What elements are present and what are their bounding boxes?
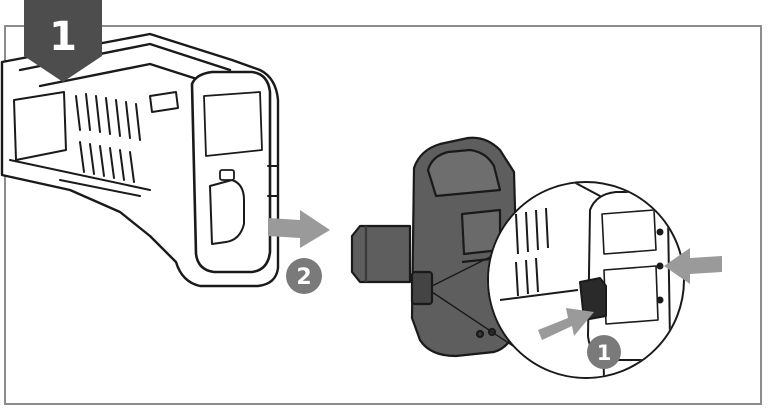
callout-1-label: 1 [597,341,612,365]
tool-housing [0,32,280,288]
callout-2-label: 2 [296,265,311,290]
vent-upper [75,93,141,141]
press-arrow-icon [538,248,722,340]
step-badge-icon: 1 [24,0,102,82]
vent-lower [79,141,135,183]
figure-frame [4,25,762,405]
callout-1: 1 [587,335,621,369]
callout-2: 2 [286,258,322,294]
step-number: 1 [49,14,77,60]
remove-arrow-icon [268,210,330,248]
